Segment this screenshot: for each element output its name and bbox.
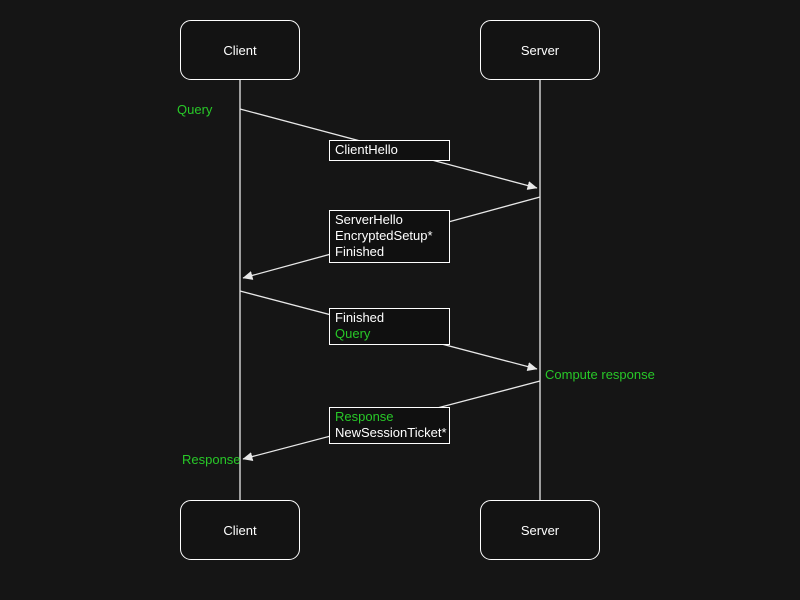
message-line: Response bbox=[335, 409, 394, 424]
actor-server-top: Server bbox=[480, 20, 600, 80]
actor-client-bottom-label: Client bbox=[223, 522, 257, 538]
actor-client-top: Client bbox=[180, 20, 300, 80]
message-label-response-ticket: Response NewSessionTicket* bbox=[329, 407, 450, 444]
actor-server-top-label: Server bbox=[520, 42, 560, 58]
message-label-serverhello: ServerHello EncryptedSetup* Finished bbox=[329, 210, 450, 263]
message-line: Finished bbox=[335, 310, 385, 325]
message-label-clienthello: ClientHello bbox=[329, 140, 450, 161]
actor-server-bottom: Server bbox=[480, 500, 600, 560]
message-line: EncryptedSetup* bbox=[335, 228, 433, 243]
message-label-finished-query: Finished Query bbox=[329, 308, 450, 345]
annotation-compute-response: Compute response bbox=[545, 367, 655, 382]
actor-server-bottom-label: Server bbox=[520, 522, 560, 538]
message-line: Query bbox=[335, 326, 371, 341]
annotation-response: Response bbox=[182, 452, 241, 467]
actor-client-top-label: Client bbox=[223, 42, 257, 58]
message-line: Finished bbox=[335, 244, 385, 259]
message-line: ClientHello bbox=[335, 142, 398, 157]
message-line: NewSessionTicket* bbox=[335, 425, 447, 440]
annotation-query: Query bbox=[177, 102, 213, 117]
actor-client-bottom: Client bbox=[180, 500, 300, 560]
message-line: ServerHello bbox=[335, 212, 403, 227]
